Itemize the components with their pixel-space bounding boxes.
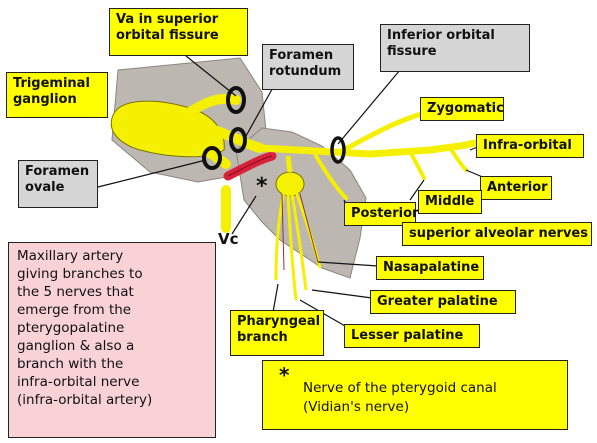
label-vidian-nerve: * Nerve of the pterygoid canal (Vidian's… [262, 360, 568, 430]
label-line: ganglion [13, 92, 101, 108]
note-line: Maxillary artery [17, 247, 207, 265]
label-line: Pharyngeal [237, 314, 317, 330]
vidian-line: (Vidian's nerve) [303, 398, 497, 417]
label-trigeminal-ganglion: Trigeminal ganglion [6, 72, 108, 118]
note-line: branch with the [17, 355, 207, 373]
label-line: fissure [387, 44, 523, 60]
label-nasopalatine: Nasapalatine [376, 256, 484, 280]
label-line: orbital fissure [116, 28, 241, 44]
middle-superior-alveolar-branch [410, 152, 424, 178]
anterior-superior-alveolar-branch [450, 148, 466, 170]
vidian-text: Nerve of the pterygoid canal (Vidian's n… [303, 379, 497, 417]
note-line: (infra-orbital artery) [17, 391, 207, 409]
label-foramen-ovale: Foramen ovale [18, 160, 98, 208]
note-line: the 5 nerves that [17, 283, 207, 301]
note-line: emerge from the [17, 301, 207, 319]
note-line: ganglion & also a [17, 337, 207, 355]
label-middle: Middle [418, 190, 482, 214]
label-greater-palatine: Greater palatine [370, 290, 516, 314]
note-line: pterygopalatine [17, 319, 207, 337]
label-line: rotundum [269, 64, 347, 80]
note-line: infra-orbital nerve [17, 373, 207, 391]
label-line: ovale [25, 180, 91, 196]
label-pharyngeal-branch: Pharyngeal branch [230, 310, 324, 356]
label-infra-orbital: Infra-orbital [476, 134, 584, 158]
note-line: giving branches to [17, 265, 207, 283]
label-line: Trigeminal [13, 76, 101, 92]
pterygopalatine-ganglion [276, 172, 304, 196]
label-line: Inferior orbital [387, 28, 523, 44]
pterygoid-canal-star: * [256, 174, 268, 199]
label-line: Foramen [269, 48, 347, 64]
label-anterior: Anterior [480, 176, 552, 200]
label-vc: Vc [218, 230, 239, 248]
label-lesser-palatine: Lesser palatine [344, 324, 480, 348]
label-zygomatic: Zygomatic [420, 97, 504, 121]
label-foramen-rotundum: Foramen rotundum [262, 44, 354, 90]
label-inferior-orbital-fissure: Inferior orbital fissure [380, 24, 530, 72]
label-line: branch [237, 330, 317, 346]
vidian-star: * [279, 367, 289, 383]
vidian-line: Nerve of the pterygoid canal [303, 379, 497, 398]
label-superior-alveolar-nerves: superior alveolar nerves [402, 222, 592, 246]
maxillary-artery-note: Maxillary artery giving branches to the … [8, 242, 216, 438]
label-line: Va in superior [116, 12, 241, 28]
label-line: Foramen [25, 164, 91, 180]
label-va-superior-orbital-fissure: Va in superior orbital fissure [109, 8, 248, 56]
ganglion-root [288, 156, 290, 172]
